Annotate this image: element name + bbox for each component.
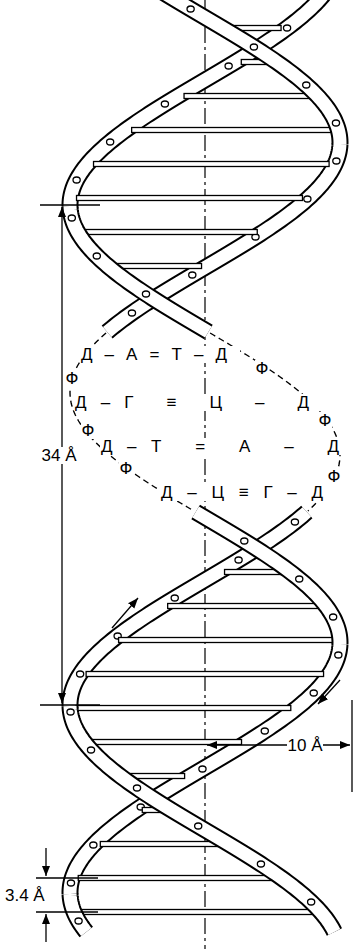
base-pair-rung [77,196,303,201]
phosphate-label: Ф [327,468,342,485]
phosphate-dot [67,709,74,715]
base-pair-rung [80,910,315,915]
strand-direction-arrow [318,680,340,704]
front-dots [67,6,340,924]
base-pair-rung [184,94,312,99]
base-pair-formula: Д–А=Т–Д [80,346,240,363]
phosphate-dot [296,576,303,582]
dimension-label: 34 Å [41,447,78,464]
phosphate-dot [87,747,94,753]
dimension-tick [40,204,100,205]
helix-axis [204,0,205,949]
phosphate-dot [333,158,340,164]
base-pair-rung [78,876,275,881]
double-helix [67,0,342,932]
phosphate-dot [261,728,268,734]
phosphate-dot [250,44,257,50]
dashed-backbone [70,333,340,511]
dimension-arrow [45,848,46,876]
phosphate-dot [75,918,82,924]
strand-outline [70,206,208,332]
strand-outline [70,894,86,932]
phosphate-dot [171,595,178,601]
phosphate-dot [304,196,311,202]
phosphate-dot [310,690,317,696]
base-pair-rung [132,128,333,133]
phosphate-dot [308,899,315,905]
phosphate-label: Ф [81,422,96,439]
strand-fill [70,0,333,206]
phosphate-dot [73,177,80,183]
base-pair-formula: Д–Г ≡ Ц – Д [74,394,324,411]
phosphate-dot [161,101,168,107]
strand-outline [70,0,333,206]
dimension-tick [351,700,352,792]
phosphate-dot [283,25,290,31]
base-pair-formula: Д–Ц≡Г–Д [160,484,339,501]
phosphate-dot [128,310,135,316]
strand-fill [107,144,340,332]
dimension-label: 10 Å [287,737,324,754]
base-pair-rung [114,264,202,269]
phosphate-dot [235,557,242,563]
strand-fill [70,706,334,932]
base-pair-formula: Д–Т = А – Д [100,438,355,455]
phosphate-dot [332,120,339,126]
dimension-tick [40,704,100,705]
phosphate-dot [199,766,206,772]
phosphate-dot [90,842,97,848]
phosphate-dot [241,538,248,544]
strand-outline [144,0,340,144]
phosphate-dot [225,63,232,69]
phosphate-dot [133,785,140,791]
front-strands [70,0,340,932]
strand-direction-arrow [112,598,138,628]
phosphate-label: Ф [318,412,333,429]
strand-fill [70,894,86,932]
base-pair-rung [76,706,291,711]
phosphate-dot [257,861,264,867]
phosphate-dot [303,82,310,88]
phosphate-dot [142,291,149,297]
dimension-lines [36,205,352,942]
dimension-tick [36,911,98,912]
dimension-arrow [207,744,350,745]
strand-fill [144,0,340,144]
phosphate-label: Ф [65,370,80,387]
base-pair-rung [168,604,320,609]
phosphate-dot [107,139,114,145]
strand-outline [70,706,334,932]
base-pair-rung [90,740,241,745]
strand-outline [107,144,340,332]
base-pair-rung [119,638,334,643]
phosphate-dot [335,652,342,658]
dimension-arrow [45,914,46,942]
base-pair-rung [84,230,258,235]
phosphate-dot [330,614,337,620]
dimension-label: 3.4 Å [4,887,46,904]
strand-outline [196,512,340,644]
phosphate-label: Ф [119,460,134,477]
phosphate-dot [67,880,74,886]
strand-fill [196,512,340,644]
base-pair-rung [94,162,330,167]
phosphate-dot [195,823,202,829]
phosphate-dot [187,6,194,12]
phosphate-label: Ф [255,360,270,377]
phosphate-dot [189,272,196,278]
dimension-tick [36,877,98,878]
base-pair-rung [100,842,222,847]
phosphate-dot [291,519,298,525]
phosphate-dot [68,215,75,221]
phosphate-dot [93,253,100,259]
base-pair-rung [86,672,323,677]
strand-fill [70,206,208,332]
phosphate-dot [77,671,84,677]
